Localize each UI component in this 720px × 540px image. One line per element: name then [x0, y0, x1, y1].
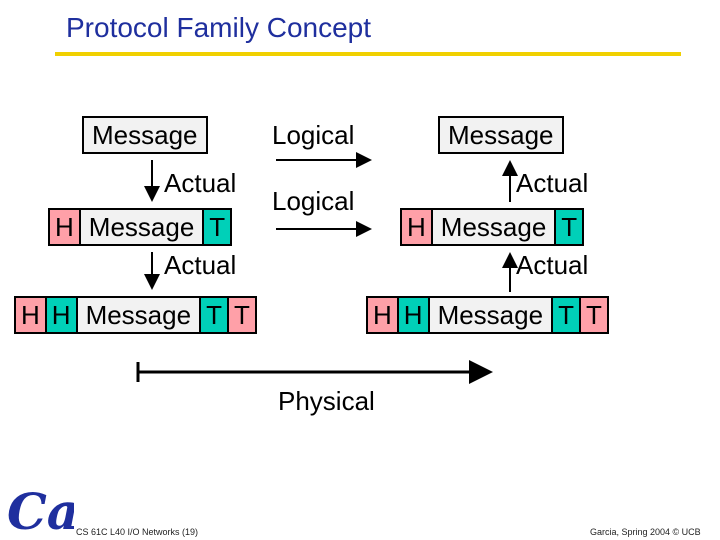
inner-header-segment: H — [398, 298, 430, 332]
title-underline — [55, 52, 681, 56]
trailer-segment: T — [204, 210, 231, 244]
packet-left-level1: H Message T — [48, 208, 233, 246]
inner-trailer-segment: T — [201, 298, 229, 332]
message-segment: Message — [429, 298, 554, 332]
outer-trailer-segment: T — [580, 298, 607, 332]
message-box-left: Message — [82, 116, 208, 154]
logical-label-mid: Logical — [272, 186, 355, 216]
header-segment: H — [50, 210, 81, 244]
actual-label-right-bottom: Actual — [516, 250, 589, 280]
header-segment: H — [402, 210, 433, 244]
footer-left: CS 61C L40 I/O Networks (19) — [76, 527, 199, 537]
packet-right-level2: H H Message T T — [366, 296, 609, 334]
outer-header-segment: H — [16, 298, 47, 332]
outer-header-segment: H — [368, 298, 399, 332]
actual-label-right-top: Actual — [516, 168, 589, 198]
trailer-segment: T — [556, 210, 583, 244]
message-label: Message — [84, 118, 206, 152]
message-label: Message — [440, 118, 562, 152]
inner-trailer-segment: T — [553, 298, 581, 332]
actual-label-left-bottom: Actual — [164, 250, 237, 280]
svg-text:Cal: Cal — [7, 482, 74, 537]
cal-logo-icon: Cal — [7, 482, 74, 537]
footer-right: Garcia, Spring 2004 © UCB — [590, 527, 701, 537]
outer-trailer-segment: T — [228, 298, 255, 332]
message-segment: Message — [80, 210, 205, 244]
packet-left-level2: H H Message T T — [14, 296, 257, 334]
physical-label: Physical — [278, 386, 375, 416]
message-box-right: Message — [438, 116, 564, 154]
actual-label-left-top: Actual — [164, 168, 237, 198]
message-segment: Message — [77, 298, 202, 332]
inner-header-segment: H — [46, 298, 78, 332]
packet-right-level1: H Message T — [400, 208, 585, 246]
message-segment: Message — [432, 210, 557, 244]
page-title: Protocol Family Concept — [66, 12, 372, 43]
logical-label-top: Logical — [272, 120, 355, 150]
